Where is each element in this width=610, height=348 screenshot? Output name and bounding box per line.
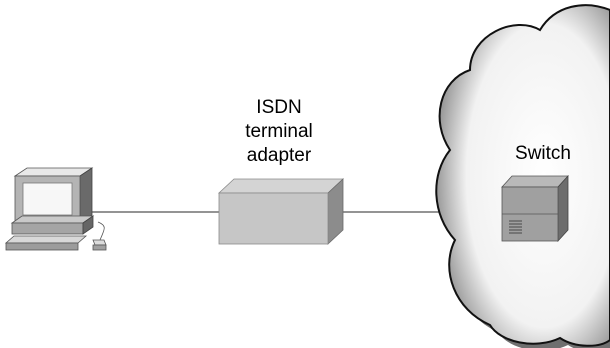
switch-label: Switch — [515, 143, 571, 164]
adapter-label-line-3: adapter — [247, 145, 312, 166]
adapter-label-line-1: ISDN — [256, 97, 301, 118]
computer-icon — [4, 167, 107, 251]
terminal-adapter-icon — [217, 178, 345, 245]
adapter-label-line-2: terminal — [245, 121, 313, 142]
isdn-switch-icon — [501, 174, 569, 243]
